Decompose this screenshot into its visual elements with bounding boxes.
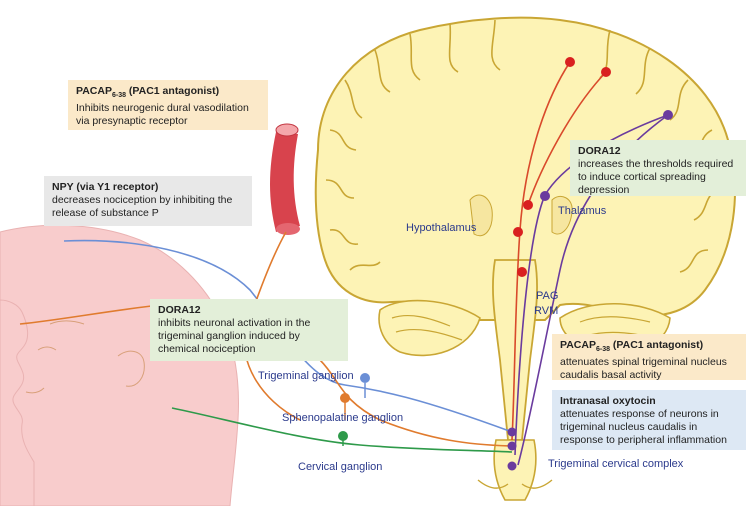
oxytocin-title: Intranasal oxytocin bbox=[560, 395, 656, 407]
node-hypothalamus bbox=[513, 227, 523, 237]
trigeminal-cervical-complex-label: Trigeminal cervical complex bbox=[548, 458, 684, 470]
brain-illustration-icon bbox=[314, 16, 736, 501]
oxytocin-body: attenuates response of neurons in trigem… bbox=[560, 408, 727, 446]
oxytocin-box: Intranasal oxytocin attenuates response … bbox=[552, 390, 746, 450]
node-pag bbox=[517, 267, 527, 277]
pacap-top-title: PACAP6-38 (PAC1 antagonist) bbox=[76, 85, 220, 100]
node-tcc-3 bbox=[507, 461, 517, 471]
blood-vessel-icon bbox=[270, 123, 300, 235]
pacap-right-body: attenuates spinal trigeminal nucleus cau… bbox=[560, 356, 727, 382]
npy-body: decreases nociception by inhibiting the … bbox=[52, 194, 233, 219]
rvm-label: RVM bbox=[534, 305, 559, 317]
node-cortex-2 bbox=[601, 67, 611, 77]
cervical-ganglion-node-icon bbox=[338, 431, 348, 441]
pacap-right-box: PACAP6-38 (PAC1 antagonist) attenuates s… bbox=[552, 334, 746, 382]
dora-left-title: DORA12 bbox=[158, 304, 201, 316]
red-pathway-2 bbox=[527, 71, 607, 206]
node-cortex-3 bbox=[663, 110, 673, 120]
head-profile-icon bbox=[0, 224, 239, 506]
npy-title: NPY (via Y1 receptor) bbox=[52, 181, 159, 193]
node-tcc-1 bbox=[507, 427, 517, 437]
sphenopalatine-ganglion-node-icon bbox=[340, 393, 350, 403]
green-pathway bbox=[171, 407, 513, 453]
node-cortex-1 bbox=[565, 57, 575, 67]
dora-right-body: increases the thresholds required to ind… bbox=[578, 158, 734, 196]
trigeminal-ganglion-node-icon bbox=[360, 373, 370, 383]
trigeminal-ganglion-label: Trigeminal ganglion bbox=[258, 370, 354, 382]
dora-right-box: DORA12 increases the thresholds required… bbox=[570, 140, 746, 196]
hypothalamus-label: Hypothalamus bbox=[406, 222, 477, 234]
pacap-top-body: Inhibits neurogenic dural vasodilation v… bbox=[76, 102, 249, 128]
dora-left-box: DORA12 inhibits neuronal activation in t… bbox=[150, 299, 348, 361]
node-thalamus-red bbox=[523, 200, 533, 210]
pathway-nodes bbox=[338, 57, 673, 471]
thalamus-label: Thalamus bbox=[558, 205, 607, 217]
dora-left-body: inhibits neuronal activation in the trig… bbox=[158, 317, 311, 355]
sphenopalatine-ganglion-label: Sphenopalatine ganglion bbox=[282, 412, 404, 424]
cervical-ganglion-label: Cervical ganglion bbox=[298, 461, 383, 473]
dora-right-title: DORA12 bbox=[578, 145, 621, 157]
pag-label: PAG bbox=[536, 290, 559, 302]
node-tcc-2 bbox=[507, 441, 517, 451]
pacap-right-title: PACAP6-38 (PAC1 antagonist) bbox=[560, 339, 704, 354]
pacap-top-box: PACAP6-38 (PAC1 antagonist) Inhibits neu… bbox=[68, 80, 268, 130]
node-thalamus-purple bbox=[540, 191, 550, 201]
npy-box: NPY (via Y1 receptor) decreases nocicept… bbox=[44, 176, 252, 226]
